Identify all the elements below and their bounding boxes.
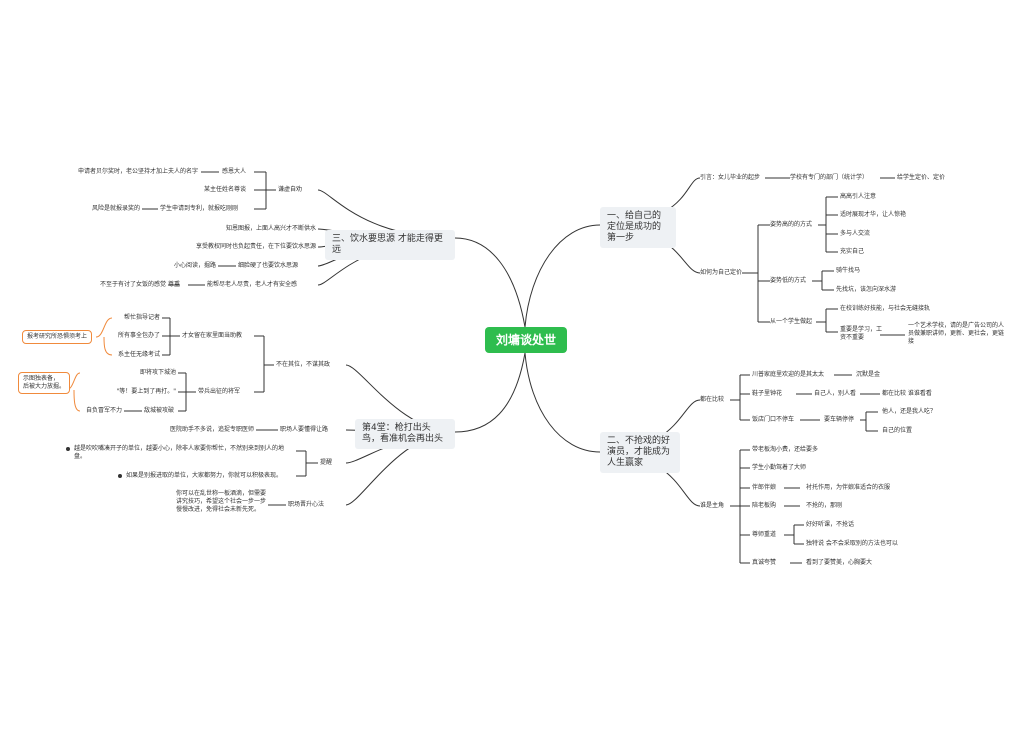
b3-humble-item[interactable]: 某主任姓名尊谈 (204, 186, 247, 193)
b2-compare-subitem[interactable]: 他人，还是我人吃？ (882, 408, 937, 415)
b3-humble[interactable]: 谦虚自劝 (278, 186, 303, 193)
branch-b1[interactable]: 一、给自己的定位是成功的第一步 (600, 207, 676, 248)
b2-compare-sub[interactable]: 自己人，别人看 (814, 390, 857, 397)
b4-grow[interactable]: 职场晋升心法 (288, 501, 325, 508)
b1-student-note[interactable]: 一个艺术学校，请的是广告公司的人员做兼职讲师，更新、更社会，更链接 (908, 322, 1005, 345)
b2-compare-sub[interactable]: 沉默是金 (856, 371, 881, 378)
b1-low[interactable]: 姿势低的方式 (770, 277, 807, 284)
b1-high[interactable]: 姿势高的的方式 (770, 221, 813, 228)
b3-humble-note[interactable]: 风险是就报录奖的 (91, 205, 140, 212)
b2-compare-item[interactable]: 川普家庭里欢迎的是其太太 (752, 371, 825, 378)
b2-compare-item[interactable]: 鞋子里钟花 (752, 390, 783, 397)
root-topic[interactable]: 刘墉谈处世 (485, 327, 567, 353)
b4-mind[interactable]: 职场人要懂得让路 (280, 426, 329, 433)
link-root-b2 (524, 352, 601, 453)
b2-lead-sub[interactable]: 不抢的，那刚 (806, 502, 843, 509)
link-root-b4 (454, 352, 526, 433)
b2-lead-item[interactable]: 带老板淘小费，还给要多 (752, 446, 819, 453)
b4-b-item[interactable]: "等！要上到了再打。" (116, 388, 176, 395)
bullet-icon (118, 474, 122, 478)
b4-noclass[interactable]: 不在其位，不谋其政 (276, 361, 331, 368)
link-root-b1 (524, 224, 601, 328)
b1-high-item[interactable]: 多与人交流 (840, 230, 871, 237)
b2-compare-sub[interactable]: 要车辆停停 (824, 416, 855, 423)
b2-lead-subitem[interactable]: 好好听课，不抢话 (806, 521, 855, 528)
branch-b4[interactable]: 第4堂：枪打出头鸟，看准机会再出头 (355, 419, 455, 449)
b3-humble-item[interactable]: 学生申请到专利，就报吃刚刚 (160, 205, 239, 212)
b4-b-item[interactable]: 自负冒军不力 (85, 407, 122, 414)
b2-lead-item[interactable]: 学生小勤驾着了大师 (752, 464, 807, 471)
b3-other-note[interactable]: 不至于有讨了女饭的感觉 (99, 281, 166, 288)
b2-lead-item[interactable]: 尊师重道 (752, 531, 777, 538)
b3-other[interactable]: 细脸硬了也要饮水思源 (238, 262, 299, 269)
b1-locate[interactable]: 如何为自己定价 (700, 269, 743, 276)
b2-lead-item[interactable]: 伴郎伴娘 (752, 484, 777, 491)
b4-b-sub[interactable]: 敌城被攻破 (144, 407, 175, 414)
b1-low-item[interactable]: 骑牛找马 (836, 267, 861, 274)
bullet-icon (66, 447, 70, 451)
b2-lead-sub[interactable]: 看到了要赞美，心胸要大 (806, 559, 873, 566)
b2-lead-sub[interactable]: 衬托作用，为伴娘准适合的衣服 (806, 484, 891, 491)
b4-a-tag[interactable]: 报考研究所恐惧须考上 (22, 330, 93, 344)
b2-compare-subitem[interactable]: 自己的位置 (882, 427, 913, 434)
b3-humble-note[interactable]: 申请者贝尔奖时，老公坚持才加上夫人的名字 (77, 168, 198, 175)
b1-high-item[interactable]: 适时展现才华，让人惊艳 (840, 211, 907, 218)
b3-other-sub[interactable]: 尊重 (168, 281, 181, 288)
branch-b3[interactable]: 三、饮水要思源 才能走得更远 (325, 230, 455, 260)
b1-high-item[interactable]: 高高引人注意 (840, 193, 877, 200)
b2-lead[interactable]: 谁是主角 (700, 502, 725, 509)
b1-high-item[interactable]: 充实自己 (840, 248, 865, 255)
b4-a-item[interactable]: 系主任无缘考试 (117, 351, 160, 358)
b1-student-item[interactable]: 在校训练好技能，与社会无缝接轨 (840, 305, 931, 312)
b4-a-item[interactable]: 所有事全包办了 (117, 332, 160, 339)
b4-b-tag[interactable]: 示图独表备， 后被大力放掘。 (18, 372, 70, 394)
b2-lead-item[interactable]: 真诚夸赞 (752, 559, 777, 566)
b4-focus-item[interactable]: 越是吹吹嘴凑开子的单位，越要小心，除非人家要你帮忙，不然别来到别人的地盘。 (74, 445, 285, 460)
b1-student-item[interactable]: 重要是学习，工资不重要 (840, 326, 883, 341)
b4-focus-item[interactable]: 如果是别报进取的单位，大家都努力，你就可以积极表现。 (126, 472, 283, 479)
b3-humble-item[interactable]: 感恩大人 (222, 168, 247, 175)
link-root-b3 (454, 237, 526, 328)
b2-lead-subitem[interactable]: 独特说 会不会采取别的方法也可以 (806, 540, 898, 547)
b3-other[interactable]: 知恩图报，上面人高兴才不断供水 (225, 225, 316, 232)
b4-a-item[interactable]: 帮忙指导记者 (123, 314, 160, 321)
b4-b-item[interactable]: 即将攻下城池 (139, 369, 176, 376)
b3-other-note[interactable]: 小心阅读，掘路 (173, 262, 216, 269)
b1-intro-sub[interactable]: 学校有专门的部门（统计学） (790, 174, 869, 181)
b4-grow-note[interactable]: 你可以在乱世称一板酒滴，但需要讲究技巧，希望这个社会一步一步慢慢改进，免得社会未… (176, 490, 267, 513)
b4-noclass-b[interactable]: 带兵出征的将军 (198, 388, 241, 395)
b2-compare[interactable]: 都在比较 (700, 396, 725, 403)
b4-mind-note[interactable]: 医院助手不多说，追捉专职医师 (169, 426, 254, 433)
b3-other[interactable]: 享受教权同时也负起责任，在下位要饮水思源 (195, 243, 316, 250)
b2-compare-sub2[interactable]: 都在比较 谁谁看看 (882, 390, 932, 397)
b1-student[interactable]: 从一个学生做起 (770, 318, 813, 325)
b1-low-item[interactable]: 先找坑，该怎向深水游 (836, 286, 897, 293)
b4-noclass-a[interactable]: 才女留在家里面当助教 (182, 332, 243, 339)
b1-intro[interactable]: 引言：女儿毕业的起步 (700, 174, 761, 181)
b4-focus[interactable]: 提醒 (320, 459, 333, 466)
b3-other[interactable]: 能帮尽老人尽责，老人才有安全感 (207, 281, 298, 288)
b2-compare-item[interactable]: 饭店门口不停车 (752, 416, 795, 423)
b1-intro-sub2[interactable]: 给学生定价、定价 (897, 174, 946, 181)
b2-lead-item[interactable]: 陪老板购 (752, 502, 777, 509)
branch-b2[interactable]: 二、不抢戏的好演员，才能成为人生赢家 (600, 432, 680, 473)
